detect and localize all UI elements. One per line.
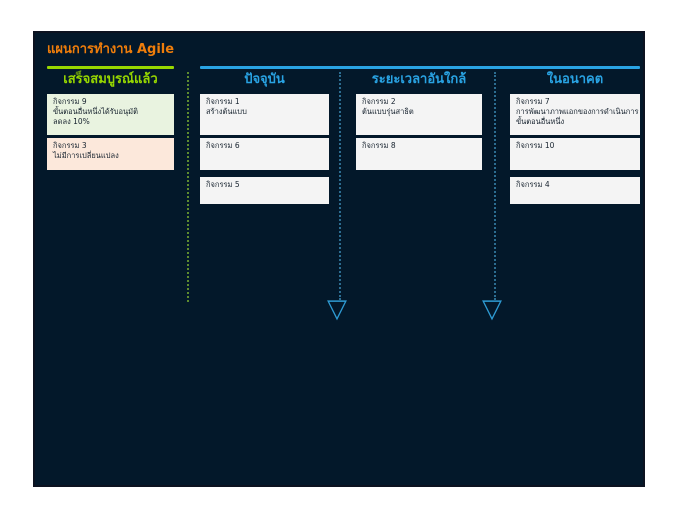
column-header-current: ปัจจุบัน xyxy=(244,72,285,87)
card-activity-7[interactable]: กิจกรรม 7 การพัฒนาภาพแอกของการดำเนินการ … xyxy=(510,94,640,135)
card-detail: ลดลง 10% xyxy=(53,116,90,126)
card-activity-6[interactable]: กิจกรรม 6 xyxy=(200,138,329,170)
arrow-down-icon: ▽ xyxy=(327,294,347,324)
card-title: กิจกรรม 7 xyxy=(516,97,550,106)
column-completed-cards: กิจกรรม 9 ขั้นตอนอื่นหนึ่งได้รับอนุมัติ … xyxy=(47,94,174,170)
card-detail: ขั้นตอนอื่นหนึ่งได้รับอนุมัติ xyxy=(53,106,138,116)
card-activity-10[interactable]: กิจกรรม 10 xyxy=(510,138,640,170)
column-current-cards: กิจกรรม 1 สร้างต้นแบบ กิจกรรม 6 กิจกรรม … xyxy=(200,94,329,204)
completed-accent-bar xyxy=(47,66,174,69)
column-future-cards: กิจกรรม 7 การพัฒนาภาพแอกของการดำเนินการ … xyxy=(510,94,640,204)
column-current: ปัจจุบัน กิจกรรม 1 สร้างต้นแบบ กิจกรรม 6… xyxy=(200,69,329,204)
card-activity-3[interactable]: กิจกรรม 3 ไม่มีการเปลี่ยนแปลง xyxy=(47,138,174,170)
card-detail: สร้างต้นแบบ xyxy=(206,106,247,116)
agile-board-panel: แผนการทำงาน Agile เสร็จสมบูรณ์แล้ว กิจกร… xyxy=(33,31,645,487)
card-title: กิจกรรม 5 xyxy=(206,180,240,189)
separator-near-term-future: ▽ xyxy=(482,72,502,322)
card-title: กิจกรรม 1 xyxy=(206,97,240,106)
upcoming-accent-bar xyxy=(200,66,640,69)
column-header-future: ในอนาคต xyxy=(546,72,604,87)
card-title: กิจกรรม 2 xyxy=(362,97,396,106)
column-near-term-cards: กิจกรรม 2 ต้นแบบรุ่นสาธิต กิจกรรม 8 xyxy=(356,94,482,170)
card-title: กิจกรรม 10 xyxy=(516,141,555,150)
arrow-down-icon: ▽ xyxy=(482,294,502,324)
board-title: แผนการทำงาน Agile xyxy=(47,42,175,57)
card-title: กิจกรรม 6 xyxy=(206,141,240,150)
separator-current-near-term: ▽ xyxy=(327,72,347,322)
card-activity-5[interactable]: กิจกรรม 5 xyxy=(200,177,329,204)
card-detail: ขั้นตอนอื่นหนึ่ง xyxy=(516,116,565,126)
card-detail: การพัฒนาภาพแอกของการดำเนินการ xyxy=(516,106,639,116)
card-title: กิจกรรม 8 xyxy=(362,141,396,150)
card-activity-2[interactable]: กิจกรรม 2 ต้นแบบรุ่นสาธิต xyxy=(356,94,482,135)
card-detail: ไม่มีการเปลี่ยนแปลง xyxy=(53,150,119,160)
column-near-term: ระยะเวลาอันใกล้ กิจกรรม 2 ต้นแบบรุ่นสาธิ… xyxy=(356,69,482,177)
column-header-completed: เสร็จสมบูรณ์แล้ว xyxy=(63,72,158,87)
card-activity-9[interactable]: กิจกรรม 9 ขั้นตอนอื่นหนึ่งได้รับอนุมัติ … xyxy=(47,94,174,135)
card-activity-8[interactable]: กิจกรรม 8 xyxy=(356,138,482,170)
card-title: กิจกรรม 3 xyxy=(53,141,87,150)
column-header-near-term: ระยะเวลาอันใกล้ xyxy=(371,72,467,87)
separator-completed-current xyxy=(187,72,189,302)
card-title: กิจกรรม 4 xyxy=(516,180,550,189)
column-future: ในอนาคต กิจกรรม 7 การพัฒนาภาพแอกของการดำ… xyxy=(510,69,640,204)
card-title: กิจกรรม 9 xyxy=(53,97,87,106)
column-completed: เสร็จสมบูรณ์แล้ว กิจกรรม 9 ขั้นตอนอื่นหน… xyxy=(47,69,174,177)
card-detail: ต้นแบบรุ่นสาธิต xyxy=(362,106,414,116)
card-activity-1[interactable]: กิจกรรม 1 สร้างต้นแบบ xyxy=(200,94,329,135)
card-activity-4[interactable]: กิจกรรม 4 xyxy=(510,177,640,204)
